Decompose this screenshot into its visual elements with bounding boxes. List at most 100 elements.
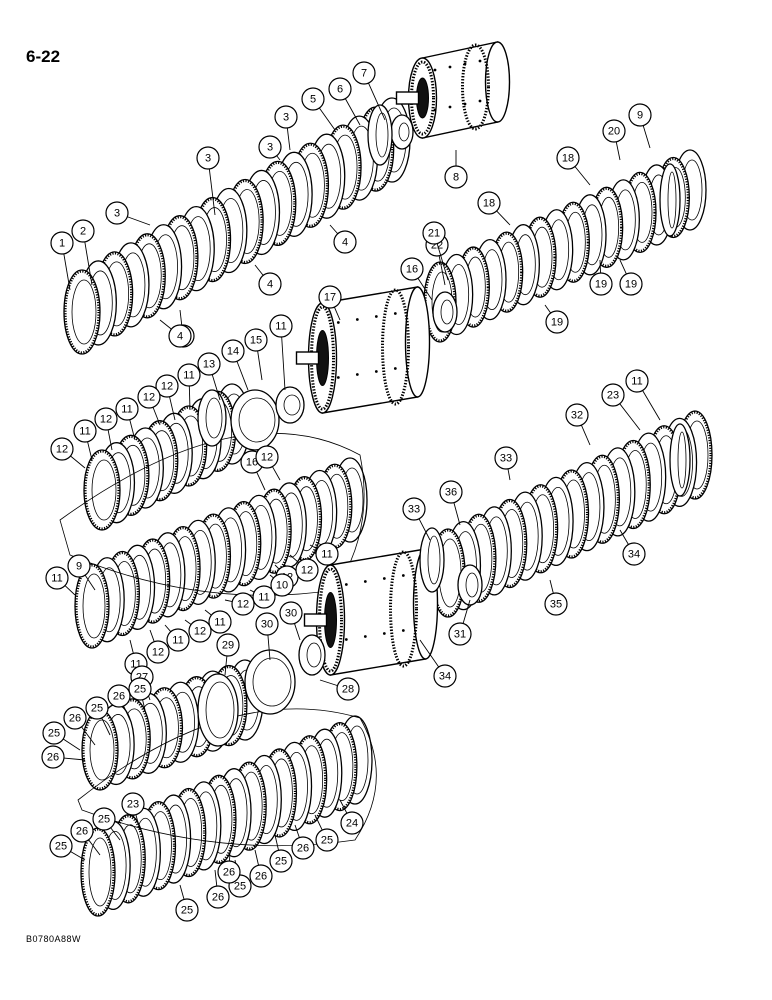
callout-23: 23 bbox=[121, 792, 145, 831]
callout-25: 25 bbox=[85, 696, 111, 736]
callout-25: 25 bbox=[49, 834, 86, 861]
clutch-pack-drawings bbox=[59, 41, 713, 917]
seal-29 bbox=[298, 634, 326, 676]
svg-text:17: 17 bbox=[324, 292, 336, 304]
callout-34: 34 bbox=[619, 529, 646, 566]
callout-25: 25 bbox=[175, 884, 199, 922]
svg-text:8: 8 bbox=[453, 172, 459, 184]
callout-26: 26 bbox=[41, 745, 86, 769]
svg-text:26: 26 bbox=[47, 752, 59, 764]
seal-15 bbox=[275, 386, 305, 424]
svg-text:24: 24 bbox=[346, 818, 358, 830]
svg-text:25: 25 bbox=[234, 881, 246, 893]
callout-26: 26 bbox=[70, 819, 101, 856]
svg-text:36: 36 bbox=[445, 487, 457, 499]
callout-30: 30 bbox=[279, 601, 303, 641]
ring-36 bbox=[419, 527, 445, 593]
callout-6: 6 bbox=[328, 77, 361, 126]
svg-text:11: 11 bbox=[79, 426, 90, 438]
svg-text:6: 6 bbox=[337, 84, 343, 96]
callout-26: 26 bbox=[63, 706, 96, 746]
seal-16 bbox=[432, 291, 458, 333]
clutch-pack-bottom-lower bbox=[80, 715, 373, 917]
svg-text:19: 19 bbox=[625, 279, 637, 291]
callout-31: 31 bbox=[448, 599, 472, 646]
svg-text:11: 11 bbox=[121, 404, 132, 416]
piston-28 bbox=[244, 649, 296, 715]
clutch-drum-31 bbox=[303, 548, 439, 676]
callout-5: 5 bbox=[301, 87, 336, 131]
callout-12: 12 bbox=[94, 407, 118, 451]
svg-text:31: 31 bbox=[454, 629, 466, 641]
svg-text:25: 25 bbox=[275, 856, 287, 868]
page-number: 6-22 bbox=[26, 47, 61, 66]
svg-text:30: 30 bbox=[285, 608, 297, 620]
svg-text:25: 25 bbox=[321, 835, 333, 847]
svg-text:12: 12 bbox=[56, 444, 68, 456]
callout-20: 20 bbox=[602, 119, 626, 161]
svg-text:11: 11 bbox=[130, 659, 141, 671]
svg-text:12: 12 bbox=[152, 647, 164, 659]
callout-12: 12 bbox=[289, 554, 319, 582]
svg-text:11: 11 bbox=[51, 573, 62, 585]
svg-text:26: 26 bbox=[69, 713, 81, 725]
callout-33: 33 bbox=[494, 446, 518, 481]
clutch-plate bbox=[63, 269, 101, 355]
callout-11: 11 bbox=[45, 566, 76, 596]
callout-4: 4 bbox=[254, 264, 282, 296]
svg-text:16: 16 bbox=[406, 264, 418, 276]
svg-text:12: 12 bbox=[301, 565, 313, 577]
callout-balloons: 1233334444567892018181919192221161715141… bbox=[41, 61, 661, 922]
callout-3: 3 bbox=[196, 146, 220, 216]
svg-text:23: 23 bbox=[607, 390, 619, 402]
callout-7: 7 bbox=[352, 61, 386, 121]
drawing-reference-code: B0780A88W bbox=[26, 934, 82, 944]
svg-text:26: 26 bbox=[255, 871, 267, 883]
callout-3: 3 bbox=[258, 135, 282, 161]
callout-18: 18 bbox=[556, 146, 591, 186]
callout-23: 23 bbox=[601, 383, 641, 431]
clutch-plate bbox=[83, 449, 121, 531]
callout-1: 1 bbox=[50, 231, 74, 291]
callout-25: 25 bbox=[92, 807, 121, 841]
svg-text:1: 1 bbox=[59, 238, 65, 250]
svg-text:26: 26 bbox=[297, 843, 309, 855]
svg-text:33: 33 bbox=[408, 504, 420, 516]
svg-text:25: 25 bbox=[48, 728, 60, 740]
callout-11: 11 bbox=[249, 585, 276, 609]
callout-4: 4 bbox=[329, 224, 357, 254]
callout-26: 26 bbox=[249, 849, 273, 888]
svg-text:29: 29 bbox=[222, 640, 234, 652]
svg-text:9: 9 bbox=[637, 110, 643, 122]
callout-35: 35 bbox=[544, 579, 568, 616]
callout-26: 26 bbox=[107, 684, 131, 721]
svg-text:20: 20 bbox=[608, 126, 620, 138]
svg-text:18: 18 bbox=[562, 153, 574, 165]
svg-text:33: 33 bbox=[500, 453, 512, 465]
callout-33: 33 bbox=[402, 497, 431, 541]
svg-text:28: 28 bbox=[342, 684, 354, 696]
callout-19: 19 bbox=[589, 259, 613, 296]
callout-25: 25 bbox=[314, 814, 339, 852]
callout-26: 26 bbox=[206, 869, 230, 909]
svg-text:9: 9 bbox=[76, 561, 82, 573]
callout-12: 12 bbox=[184, 619, 212, 643]
svg-text:32: 32 bbox=[571, 410, 583, 422]
svg-text:25: 25 bbox=[134, 684, 146, 696]
svg-text:7: 7 bbox=[361, 68, 367, 80]
callout-13: 13 bbox=[197, 352, 221, 401]
callout-11: 11 bbox=[164, 624, 190, 652]
clutch-drum-17 bbox=[295, 286, 431, 414]
callout-16: 16 bbox=[400, 257, 433, 301]
callout-10: 10 bbox=[269, 573, 294, 597]
svg-text:30: 30 bbox=[261, 619, 273, 631]
callout-24: 24 bbox=[339, 799, 364, 835]
svg-text:4: 4 bbox=[267, 279, 273, 291]
svg-text:26: 26 bbox=[76, 826, 88, 838]
callout-25: 25 bbox=[42, 721, 81, 751]
callout-8: 8 bbox=[444, 150, 468, 189]
callout-11: 11 bbox=[269, 314, 293, 391]
snap-ring-23 bbox=[669, 423, 691, 497]
seal-6 bbox=[367, 104, 393, 166]
